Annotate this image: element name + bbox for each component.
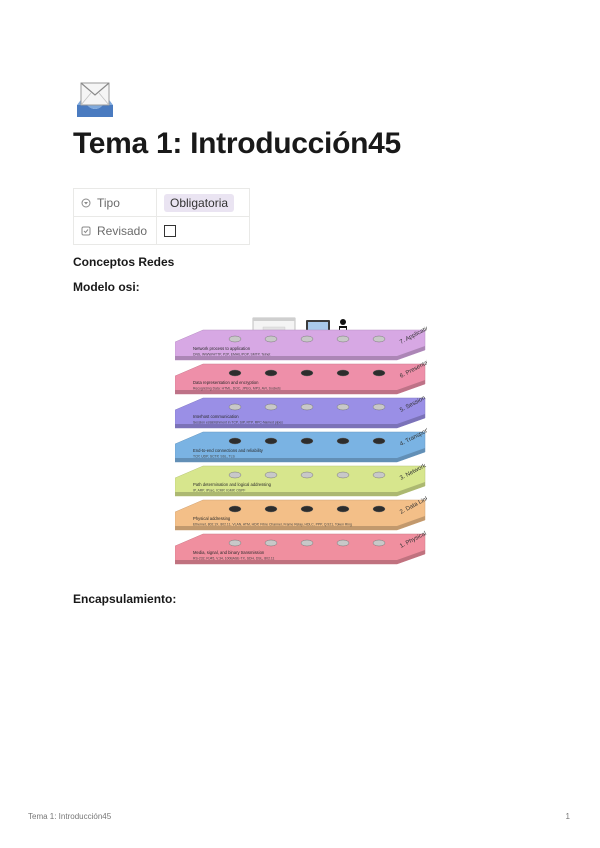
osi-layer-title: Media, signal, and binary transmission: [193, 550, 265, 555]
property-row-revisado: Revisado: [73, 216, 250, 245]
property-row-tipo: Tipo Obligatoria: [73, 188, 250, 217]
osi-layer-title: Interhost communication: [193, 414, 239, 419]
property-key-label: Tipo: [97, 195, 120, 210]
properties-table: Tipo Obligatoria Revisado: [73, 188, 250, 245]
osi-layer: Path determination and logical addressin…: [175, 463, 427, 497]
tipo-tag[interactable]: Obligatoria: [164, 193, 235, 212]
heading-modelo-osi: Modelo osi:: [73, 280, 140, 294]
property-key-tipo: Tipo: [73, 188, 157, 217]
footer-title: Tema 1: Introducción45: [28, 812, 112, 821]
heading-encapsulamiento: Encapsulamiento:: [73, 592, 177, 606]
osi-layer-protocols: Recognizing Data: HTML, DOC, JPEG, MP3, …: [193, 387, 281, 391]
osi-layer-protocols: RS-232, RJ45, V.34, 100BASE-TX, SDH, DSL…: [193, 557, 275, 561]
osi-layer-title: End-to-end connections and reliability: [193, 448, 264, 453]
select-circle-icon: [81, 198, 91, 207]
osi-layer-protocols: TCP, UDP, SCTP, SSL, TLS: [193, 455, 236, 459]
property-value-revisado[interactable]: [156, 216, 250, 245]
osi-layer-protocols: Session establishment in TCP, SIP, RTP, …: [193, 421, 283, 425]
osi-layer: End-to-end connections and reliabilityTC…: [175, 427, 427, 463]
osi-layer-title: Data representation and encryption: [193, 380, 259, 385]
osi-layer-title: Physical addressing: [193, 516, 231, 521]
osi-layer: Data representation and encryptionRecogn…: [175, 356, 427, 395]
osi-layer-title: Network process to application: [193, 346, 251, 351]
property-key-label: Revisado: [97, 223, 148, 238]
revisado-checkbox[interactable]: [164, 225, 176, 238]
property-value-tipo[interactable]: Obligatoria: [156, 188, 250, 217]
page-title: Tema 1: Introducción45: [73, 127, 401, 160]
osi-layer-protocols: Ethernet, 802.1X, 802.11, VLAN, ATM, HDP…: [193, 523, 352, 527]
osi-layer-title: Path determination and logical addressin…: [193, 482, 272, 487]
envelope-inbox-icon: [77, 82, 113, 117]
footer-page-number: 1: [565, 812, 570, 821]
property-key-revisado: Revisado: [73, 216, 157, 245]
osi-layer-protocols: IP, ARP, IPsec, ICMP, IGMP, OSPF: [193, 489, 246, 493]
osi-layer: Media, signal, and binary transmissionRS…: [175, 531, 427, 565]
heading-conceptos: Conceptos Redes: [73, 255, 175, 269]
checkbox-property-icon: [81, 226, 91, 235]
osi-layer-protocols: DNS, WWW/HTTP, P2P, EMAIL/POP, SMTP, Tel…: [193, 353, 270, 357]
